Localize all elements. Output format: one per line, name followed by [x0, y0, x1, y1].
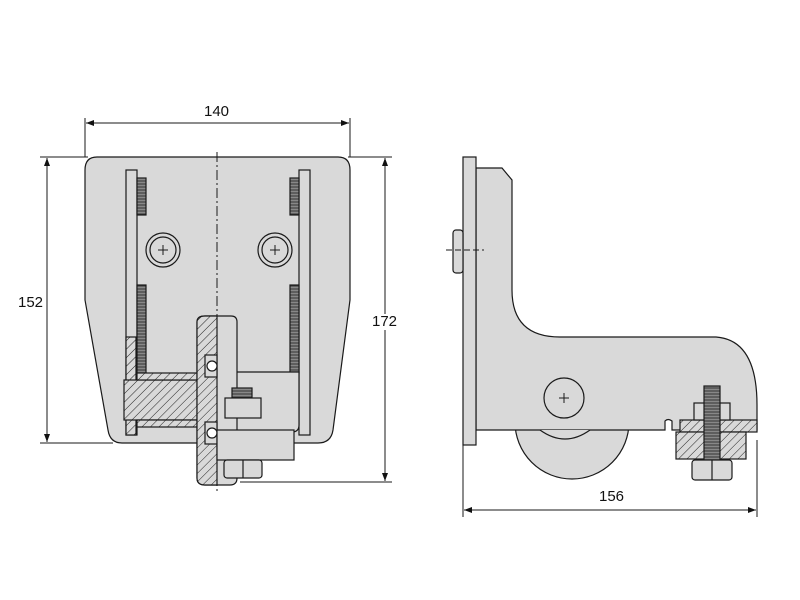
- side-view: [446, 156, 758, 481]
- slot-teeth: [136, 284, 147, 374]
- screw-hole-left: [145, 232, 181, 268]
- nut: [224, 397, 262, 419]
- side-plate: [462, 156, 477, 446]
- dimension-label-172: 172: [370, 313, 400, 330]
- axle-pin: [543, 377, 585, 419]
- dimension-label-156: 156: [597, 488, 627, 505]
- lower-block: [216, 429, 295, 461]
- channel-right: [298, 169, 311, 436]
- bolt-thread: [231, 387, 253, 399]
- dimension-label-140: 140: [202, 103, 232, 120]
- dimension-label-152: 152: [16, 294, 46, 311]
- screw-hole-right: [257, 232, 293, 268]
- dimension-156: [462, 440, 758, 517]
- dimension-152: [40, 156, 113, 444]
- slot-teeth: [289, 284, 300, 374]
- knob: [452, 229, 464, 274]
- side-bracket: [475, 167, 758, 431]
- dimension-140: [84, 118, 351, 157]
- slot-teeth: [136, 177, 147, 216]
- side-bolt: [703, 385, 721, 461]
- slot-teeth: [289, 177, 300, 216]
